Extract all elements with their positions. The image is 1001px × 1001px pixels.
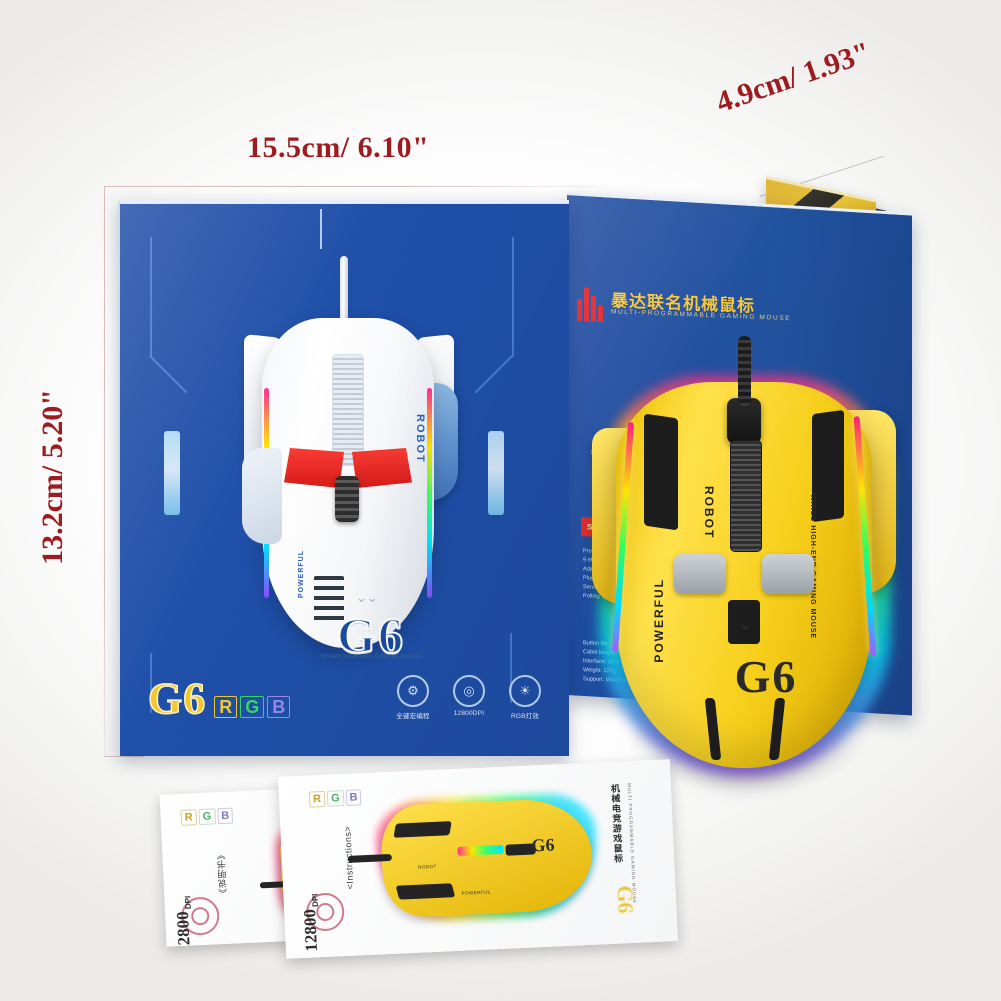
white-mouse-cable (340, 256, 348, 322)
hero-gaming-mouse: ××× ROBOT WIRED HIGH-END GAMING MOUSE PO… (592, 336, 896, 806)
mouse-left-button (674, 554, 726, 594)
card-back-dpi: 12800 DPI (172, 896, 195, 947)
mouse-shell: ROBOT WIRED HIGH-END GAMING MOUSE POWERF… (611, 382, 877, 768)
card-front-mouse-art: G6 ROBOT POWERFUL (347, 791, 600, 924)
white-mouse-wheel (335, 476, 359, 522)
card-front-rgb-g: G (326, 790, 344, 807)
dimension-guide-bottom (104, 756, 144, 757)
card-front-mouse-robot: ROBOT (418, 863, 437, 870)
rgb-letter-b: B (267, 696, 291, 718)
feature-rgb-label: RGB灯效 (510, 713, 540, 720)
card-back-dpi-value: 12800 (173, 910, 194, 947)
dimension-label-depth: 4.9cm/ 1.93" (712, 35, 875, 120)
package-front-box: ROBOT POWERFUL ⌄⌄ G6 WIRED HIGH-END GAMI… (118, 200, 569, 756)
rgb-letter-r: R (214, 696, 238, 718)
card-front-right-model: G6 (612, 884, 639, 915)
card-back-dpi-unit: DPI (183, 895, 193, 910)
card-front-rgb-b: B (345, 789, 362, 806)
chevron-down-icon: ⌄ (740, 618, 751, 632)
card-back-rgb-g: G (198, 808, 216, 826)
mouse-cable (738, 336, 751, 406)
instruction-card-front: R G B <Instructions> 12800 DPI G6 ROBOT … (278, 759, 678, 959)
feature-macro: ⚙ 全键宏编程 (393, 675, 433, 720)
card-front-mouse-model: G6 (530, 834, 555, 856)
card-back-rgb-badge: R G B (180, 807, 234, 826)
white-mouse-model: G6 (336, 606, 405, 664)
feature-icon-row: ⚙ 全键宏编程 ◎ 12800DPI ☀ RGB灯效 (393, 675, 545, 720)
feature-dpi-label: 12800DPI (453, 710, 485, 717)
dimension-label-width: 15.5cm/ 6.10" (247, 131, 430, 164)
mouse-dpi-button (728, 600, 760, 644)
feature-macro-label: 全键宏编程 (396, 713, 430, 720)
rgb-letter-g: G (240, 696, 265, 718)
mouse-powerful-text: POWERFUL (652, 578, 666, 663)
front-box-mouse-art: ROBOT POWERFUL ⌄⌄ G6 WIRED HIGH-END GAMI… (240, 256, 458, 664)
brand-logo-icon (577, 287, 603, 322)
feature-dpi: ◎ 12800DPI (449, 675, 489, 720)
card-front-rgb-r: R (308, 790, 326, 808)
card-front-dpi: 12800 DPI (299, 893, 322, 952)
white-mouse-left-button (284, 448, 344, 488)
target-icon: ◎ (453, 675, 485, 707)
mouse-right-button (762, 554, 814, 594)
card-front-right-title-cn: 机械电竞游戏鼠标 (609, 783, 624, 864)
white-mouse-thumb-rest (242, 448, 282, 544)
white-mouse-right-button (352, 448, 412, 488)
dimension-guide-left (104, 186, 105, 756)
dimension-label-height: 13.2cm/ 5.20" (35, 389, 69, 565)
mouse-scroll-wheel (730, 440, 762, 552)
mouse-model-badge: G6 (734, 651, 798, 702)
white-rgb-right (427, 388, 432, 598)
card-front-rgb-badge: R G B (308, 789, 362, 808)
white-mouse-scroll-wheel (332, 354, 364, 466)
card-front-dpi-unit: DPI (310, 893, 321, 908)
rgb-badge: R G B (214, 696, 291, 718)
gear-icon: ⚙ (397, 675, 429, 707)
shell-stripe-b (768, 698, 786, 760)
front-product-name: G6 (147, 674, 207, 723)
card-back-rgb-r: R (180, 809, 198, 826)
card-back-rgb-b: B (216, 807, 234, 825)
shell-stripe-a (704, 698, 722, 760)
shell-panel-left (644, 413, 678, 531)
white-mouse-slots (314, 576, 344, 626)
white-mouse-powerful-text: POWERFUL (298, 550, 305, 599)
white-mouse-subtext: WIRED HIGH-END GAMING MOUSE (321, 654, 423, 660)
box-top-edge (120, 200, 569, 203)
bulb-icon: ☀ (509, 675, 541, 707)
dimension-guide-top (104, 186, 597, 187)
feature-rgb: ☀ RGB灯效 (505, 675, 545, 720)
white-mouse-robot-text: ROBOT (414, 414, 426, 464)
card-front-dpi-value: 12800 (300, 908, 322, 953)
card-back-instructions-label: 《说明书》 (216, 849, 229, 898)
white-chevron-icon: ⌄⌄ (356, 590, 378, 605)
mouse-robot-text: ROBOT (702, 486, 716, 540)
front-branding: G6 R G B (147, 674, 291, 723)
